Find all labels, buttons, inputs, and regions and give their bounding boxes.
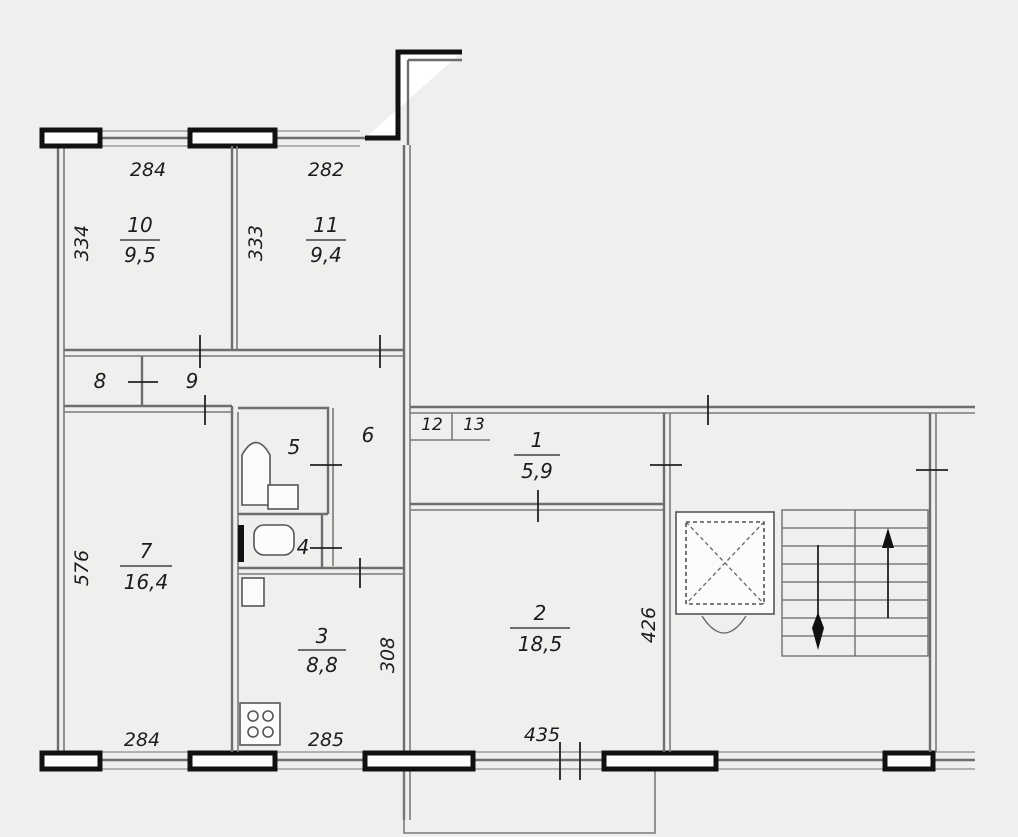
room-9-number: 9: [186, 369, 199, 393]
staircase: [781, 509, 929, 657]
dim-top-left: 284: [130, 159, 166, 181]
radiator-icon: [238, 525, 244, 562]
dim-room2-height: 426: [638, 607, 660, 643]
stove-icon: [239, 702, 281, 746]
room-2-number: 2: [534, 601, 547, 625]
room-6-number: 6: [362, 423, 375, 447]
room-1-area: 5,9: [521, 459, 553, 483]
room-5-number: 5: [288, 435, 301, 459]
interior-walls: [64, 146, 937, 752]
elevator-shaft: [675, 511, 775, 634]
dim-room3-height: 308: [377, 637, 399, 673]
toilet-tank-icon: [267, 484, 299, 510]
window-slabs: [39, 127, 936, 772]
room-2-area: 18,5: [518, 632, 563, 656]
room-7-area: 16,4: [124, 570, 169, 594]
dim-room7-height: 576: [71, 550, 93, 586]
room-labels: 10 9,5 11 9,4 8 9 7 16,4 5 6 4 3 8,8 12 …: [94, 213, 570, 677]
room-11-area: 9,4: [310, 243, 342, 267]
door-marks: [128, 335, 948, 780]
sink-icon: [241, 577, 265, 607]
bathroom-fixtures: [238, 441, 299, 607]
room-1-number: 1: [531, 428, 544, 452]
room-7-number: 7: [140, 539, 153, 563]
room-12-number: 12: [421, 415, 443, 435]
room-13-number: 13: [463, 415, 485, 435]
room-3-area: 8,8: [306, 653, 338, 677]
bathtub-icon: [241, 441, 271, 506]
room-3-number: 3: [316, 624, 329, 648]
arrow-down-icon: [812, 612, 824, 650]
dim-bottom-right: 435: [524, 724, 560, 746]
dim-room11-height: 333: [245, 225, 267, 261]
dimension-labels: 284 282 334 333 576 308 426 284 285 435: [71, 159, 660, 751]
room-4-number: 4: [297, 535, 310, 559]
dim-bottom-left: 284: [124, 729, 160, 751]
dim-top-right: 282: [308, 159, 344, 181]
room-10-number: 10: [127, 213, 152, 237]
room-8-number: 8: [94, 369, 107, 393]
arrow-up-icon: [882, 528, 894, 548]
dim-room10-height: 334: [71, 225, 93, 261]
dim-bottom-mid: 285: [308, 729, 344, 751]
room-11-number: 11: [313, 213, 338, 237]
outer-walls: [40, 49, 975, 834]
toilet-icon: [253, 524, 295, 556]
room-10-area: 9,5: [124, 243, 156, 267]
